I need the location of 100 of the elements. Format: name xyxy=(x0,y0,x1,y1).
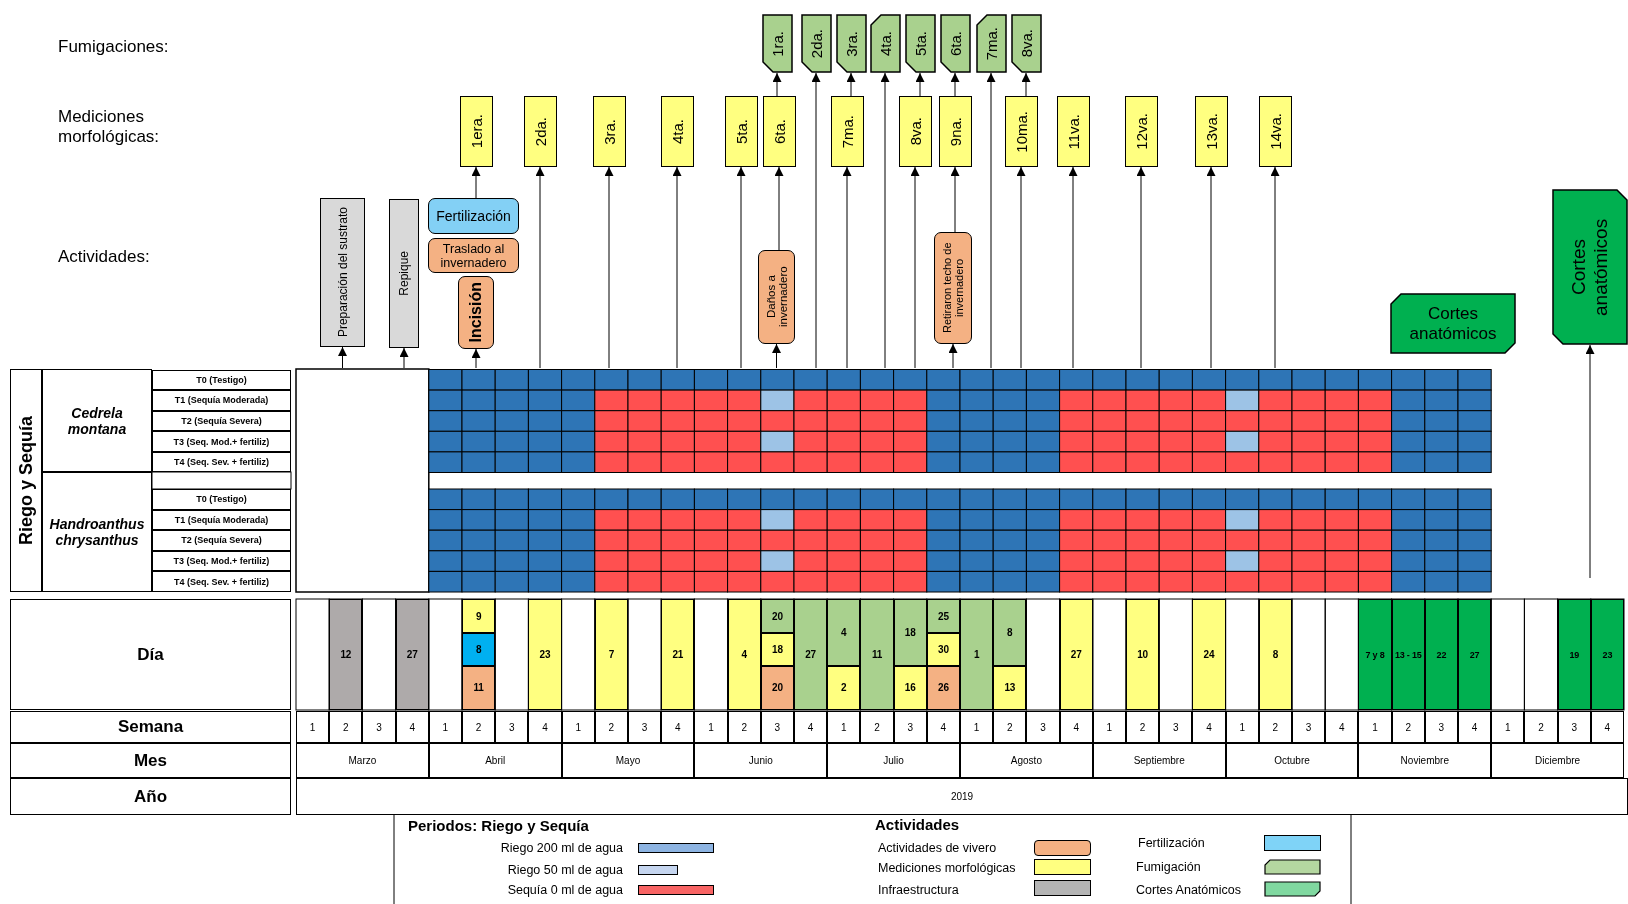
week-cell: 1 xyxy=(1092,711,1126,743)
fumigation-tag: 2da. xyxy=(800,14,832,73)
year-cell: 2019 xyxy=(296,778,1628,815)
week-cell: 4 xyxy=(528,711,562,743)
measurement-box: 11va. xyxy=(1056,96,1090,167)
week-cell: 1 xyxy=(960,711,994,743)
row-header-cell: Mes xyxy=(10,743,291,778)
arrow xyxy=(950,166,960,233)
arrow xyxy=(880,72,890,369)
legend-title: Periodos: Riego y Sequía xyxy=(408,815,590,836)
month-cell: Noviembre xyxy=(1358,743,1492,778)
week-cell: 3 xyxy=(1424,711,1458,743)
month-cell: Agosto xyxy=(960,743,1093,778)
activity-box: Daños a invernadero xyxy=(758,250,795,344)
arrow xyxy=(1136,166,1146,369)
day-cell: 20 xyxy=(760,665,794,710)
treatment-cell: T1 (Sequía Moderada) xyxy=(152,390,291,411)
anatomical-cut-box: Cortes anatómicos xyxy=(1390,293,1516,354)
day-cell: 7 xyxy=(594,599,628,710)
row-header-cell: Semana xyxy=(10,711,291,743)
fumigation-tag: 1ra. xyxy=(761,14,793,73)
week-cell: 4 xyxy=(661,711,695,743)
week-cell: 1 xyxy=(296,711,330,743)
activity-box: Traslado al invernadero xyxy=(428,238,519,273)
arrow xyxy=(399,347,409,369)
week-cell: 3 xyxy=(893,711,927,743)
day-cell: 25 xyxy=(926,599,960,634)
arrow xyxy=(338,346,347,369)
week-cell: 4 xyxy=(1458,711,1492,743)
week-cell: 2 xyxy=(594,711,628,743)
treatment-cell: T3 (Seq. Mod.+ fertiliz) xyxy=(152,550,291,572)
day-cell: 20 xyxy=(760,599,794,634)
legend-label: Fumigación xyxy=(1136,859,1202,876)
month-cell: Julio xyxy=(827,743,960,778)
day-cell: 13 - 15 xyxy=(1391,599,1425,710)
species-cell: Handroanthus chrysanthus xyxy=(42,472,152,592)
fumigation-tag: 5ta. xyxy=(904,14,936,73)
day-cell: 8 xyxy=(1258,599,1292,710)
week-cell: 1 xyxy=(1491,711,1525,743)
arrow xyxy=(772,72,782,97)
week-cell: 4 xyxy=(794,711,828,743)
legend-label: Fertilización xyxy=(1138,835,1206,852)
week-cell: 1 xyxy=(428,711,462,743)
arrow xyxy=(846,72,856,97)
measurement-box: 9na. xyxy=(938,96,972,167)
treatment-cell: T3 (Seq. Mod.+ fertiliz) xyxy=(152,431,291,452)
measurement-box: 6ta. xyxy=(762,96,796,167)
arrow xyxy=(1585,344,1595,579)
arrow xyxy=(1068,166,1078,369)
day-cell: 4 xyxy=(827,599,861,666)
measurement-box: 13va. xyxy=(1194,96,1228,167)
week-cell: 1 xyxy=(827,711,861,743)
day-cell: 19 xyxy=(1557,599,1591,710)
measurement-box: 14va. xyxy=(1258,96,1292,167)
arrow xyxy=(471,166,481,199)
measurement-box: 8va. xyxy=(898,96,932,167)
day-cell: 8 xyxy=(993,599,1027,666)
activity-box: Repique xyxy=(389,199,419,348)
treatment-cell: T4 (Seq. Sev. + fertiliz) xyxy=(152,571,291,592)
week-cell: 3 xyxy=(1026,711,1060,743)
arrow xyxy=(910,166,920,369)
day-cell: 9 xyxy=(462,599,496,634)
row-group-header: Riego y Sequía xyxy=(10,369,42,592)
measurement-box: 2da. xyxy=(523,96,557,167)
month-cell: Abril xyxy=(428,743,562,778)
day-cell: 24 xyxy=(1192,599,1226,710)
treatment-cell: T0 (Testigo) xyxy=(152,489,291,510)
arrow xyxy=(672,166,682,369)
arrow xyxy=(772,343,781,369)
week-cell: 3 xyxy=(1292,711,1326,743)
arrow xyxy=(1016,166,1026,369)
week-cell: 2 xyxy=(993,711,1027,743)
treatment-cell: T2 (Sequía Severa) xyxy=(152,410,291,432)
fumigation-tag: 6ta. xyxy=(939,14,971,73)
day-cell: 8 xyxy=(462,633,496,666)
arrow xyxy=(811,72,821,369)
activity-box: Fertilización xyxy=(428,198,519,234)
week-cell: 2 xyxy=(727,711,761,743)
activity-box: Incisión xyxy=(458,276,494,349)
week-cell: 4 xyxy=(1325,711,1359,743)
week-cell: 4 xyxy=(1192,711,1226,743)
day-cell: 7 y 8 xyxy=(1358,599,1392,710)
legend-label: Riego 50 ml de agua xyxy=(506,862,623,879)
day-cell: 27 xyxy=(794,599,828,710)
measurement-box: 7ma. xyxy=(830,96,864,167)
day-cell: 4 xyxy=(727,599,761,710)
treatment-cell: T2 (Sequía Severa) xyxy=(152,530,291,551)
species-cell: Cedrela montana xyxy=(42,369,152,472)
measurement-box: 1era. xyxy=(459,96,493,167)
week-cell: 2 xyxy=(462,711,496,743)
measurement-box: 12va. xyxy=(1124,96,1158,167)
week-cell: 3 xyxy=(1557,711,1591,743)
row-header-cell: Día xyxy=(10,599,291,710)
week-cell: 2 xyxy=(1258,711,1292,743)
day-cell: 18 xyxy=(893,599,927,666)
arrow xyxy=(842,166,852,369)
day-cell: 2 xyxy=(827,665,861,710)
measurement-box: 4ta. xyxy=(660,96,694,167)
week-cell: 4 xyxy=(1590,711,1624,743)
treatment-cell: T1 (Sequía Moderada) xyxy=(152,509,291,531)
